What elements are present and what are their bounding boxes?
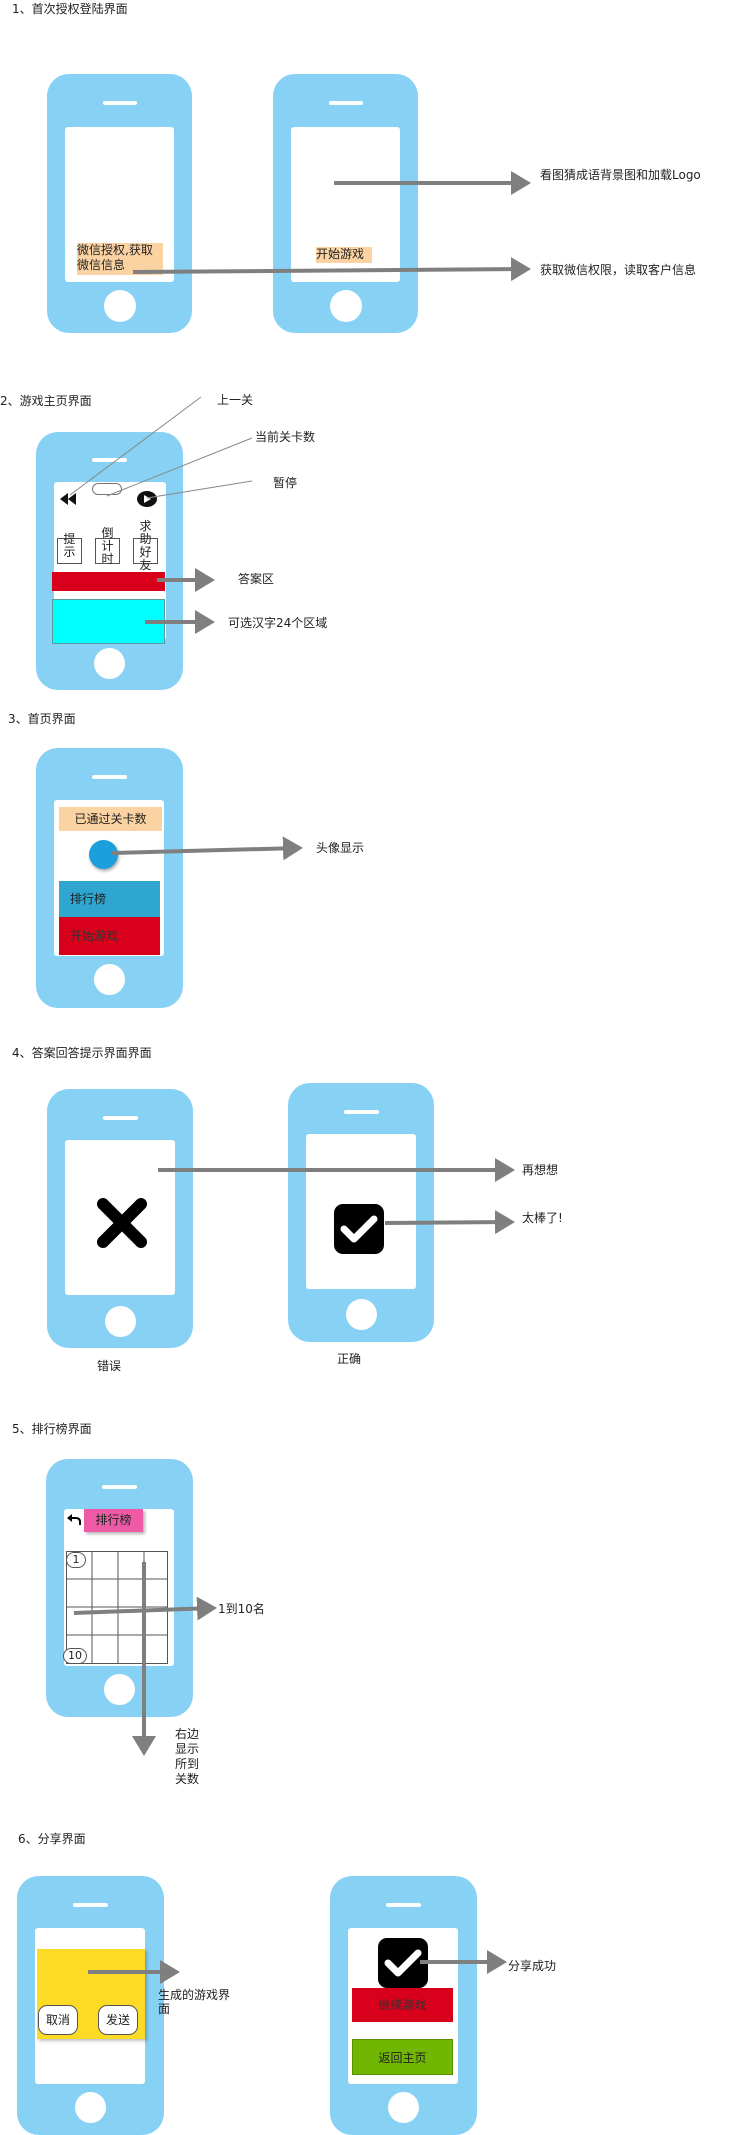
wechat-auth-button[interactable]: 微信授权,获取 微信信息 xyxy=(77,243,163,275)
callout-current-level xyxy=(106,437,253,497)
close-x-icon xyxy=(97,1198,147,1248)
note-previous-level: 上一关 xyxy=(217,393,254,407)
section-1-title: 1、首次授权登陆界面 xyxy=(12,2,128,16)
caption-right: 正确 xyxy=(337,1352,362,1366)
phone-auth xyxy=(47,74,192,333)
rank-table xyxy=(66,1551,168,1664)
passed-levels-label: 已通过关卡数 xyxy=(59,807,162,831)
level-indicator xyxy=(92,483,122,495)
rank-last: 10 xyxy=(63,1648,87,1664)
caption-wrong: 错误 xyxy=(97,1359,122,1373)
phone-wrong xyxy=(47,1089,193,1348)
start-game-button[interactable]: 开始游戏 xyxy=(316,247,372,263)
cancel-button[interactable]: 取消 xyxy=(38,2005,78,2035)
note-answer-area: 答案区 xyxy=(238,572,275,586)
share-success-check-icon xyxy=(378,1938,428,1988)
note-generated-screen: 生成的游戏界 面 xyxy=(158,1988,231,2016)
return-home-button[interactable]: 返回主页 xyxy=(352,2039,453,2075)
rewind-icon[interactable] xyxy=(58,491,80,507)
rank-first: 1 xyxy=(66,1552,86,1568)
section-3-title: 3、首页界面 xyxy=(8,712,76,726)
section-4-title: 4、答案回答提示界面界面 xyxy=(12,1046,152,1060)
callout-pause xyxy=(146,480,253,499)
continue-game-button[interactable]: 继续游戏 xyxy=(352,1988,453,2022)
note-share-success: 分享成功 xyxy=(508,1959,557,1973)
arrow-to-avatar-note xyxy=(111,836,303,861)
checkmark-icon xyxy=(334,1204,384,1254)
callout-previous-level xyxy=(69,396,202,496)
note-avatar: 头像显示 xyxy=(316,841,365,855)
back-arrow-icon[interactable] xyxy=(66,1512,82,1526)
section-2-title: 2、游戏主页界面 xyxy=(0,394,92,408)
note-background-logo: 看图猜成语背景图和加载Logo xyxy=(540,168,701,182)
leaderboard-header: 排行榜 xyxy=(84,1509,143,1532)
section-6-title: 6、分享界面 xyxy=(18,1832,86,1846)
phone-start xyxy=(273,74,418,333)
note-right-levels: 右边 显示 所到 关数 xyxy=(175,1727,200,1786)
send-button[interactable]: 发送 xyxy=(98,2005,138,2035)
note-think-again: 再想想 xyxy=(522,1163,559,1177)
section-5-title: 5、排行榜界面 xyxy=(12,1422,92,1436)
note-current-level: 当前关卡数 xyxy=(255,430,316,444)
countdown-timer: 倒 计 时 xyxy=(101,526,114,566)
home-start-game-button[interactable]: 开始游戏 xyxy=(59,917,160,955)
phone-right xyxy=(288,1083,434,1342)
arrow-to-great-note xyxy=(384,1210,515,1235)
note-pause: 暂停 xyxy=(273,476,298,490)
note-great: 太棒了! xyxy=(522,1211,563,1225)
note-wechat-permission: 获取微信权限，读取客户信息 xyxy=(540,263,697,277)
note-character-area: 可选汉字24个区域 xyxy=(228,616,328,630)
help-friend-button[interactable]: 求 助 好 友 xyxy=(139,519,152,572)
leaderboard-button[interactable]: 排行榜 xyxy=(59,881,160,917)
arrow-to-auth-note xyxy=(132,257,531,282)
hint-button[interactable]: 提 示 xyxy=(63,532,76,559)
note-top-ten: 1到10名 xyxy=(218,1602,265,1616)
answer-area[interactable] xyxy=(52,572,165,591)
play-icon[interactable] xyxy=(136,490,158,508)
